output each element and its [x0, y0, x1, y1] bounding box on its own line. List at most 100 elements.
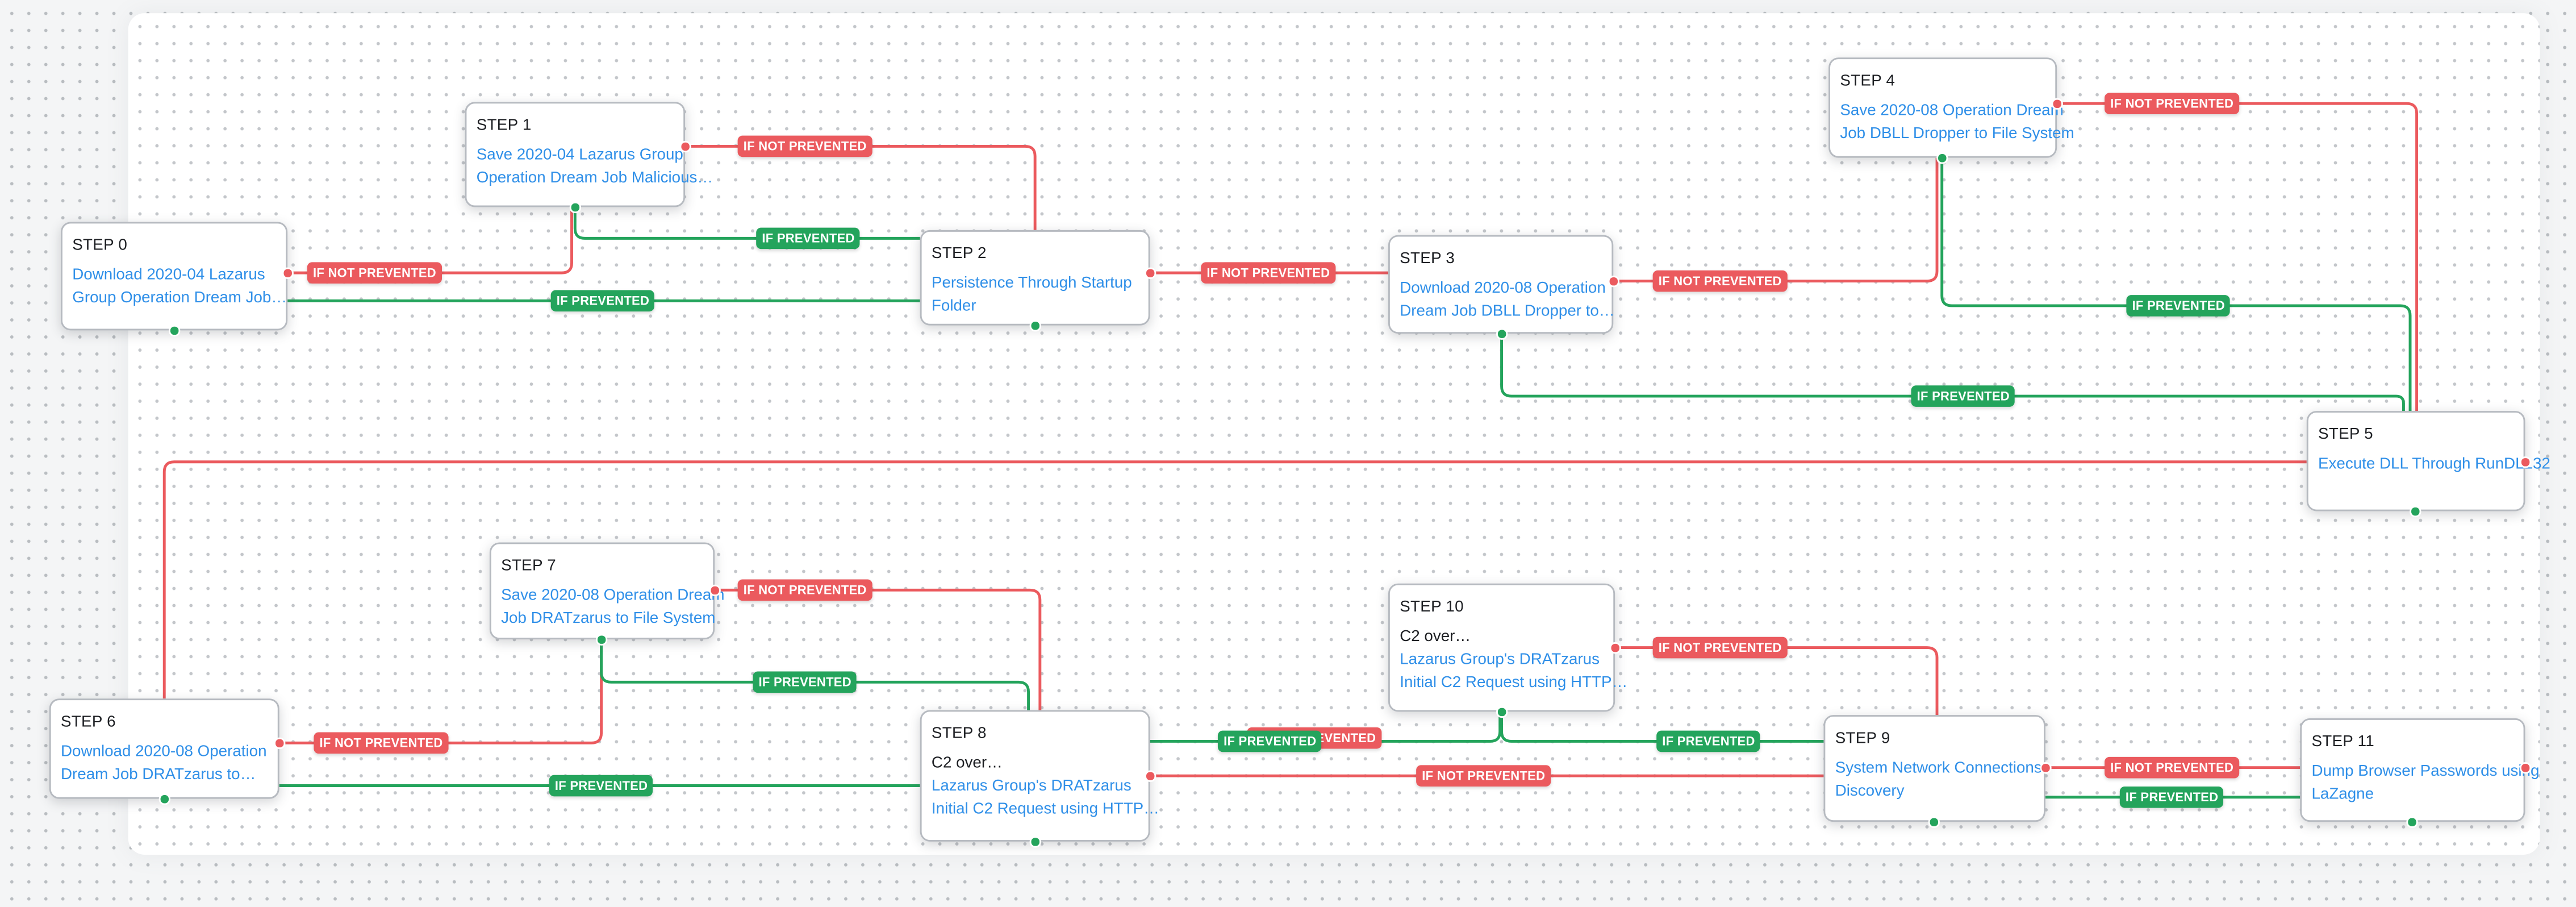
edge-green-connector: [1150, 712, 1502, 743]
node-scenario-link[interactable]: Dump Browser Passwords using: [2311, 763, 2540, 781]
if-prevented-label: IF PREVENTED: [549, 775, 654, 797]
red-port-dot[interactable]: [2040, 762, 2051, 773]
node-step-label: STEP 5: [2318, 426, 2373, 444]
node-scenario-link[interactable]: Download 2020-04 Lazarus: [72, 266, 265, 285]
edge-red-connector: [715, 588, 1042, 710]
if-not-prevented-label: IF NOT PREVENTED: [737, 135, 872, 157]
node-scenario-link[interactable]: Initial C2 Request using HTTP…: [931, 800, 1159, 818]
if-prevented-label: IF PREVENTED: [1656, 730, 1761, 752]
if-not-prevented-label: IF NOT PREVENTED: [2105, 756, 2240, 779]
if-prevented-label: IF PREVENTED: [2119, 786, 2224, 808]
node-step-label: STEP 8: [931, 725, 987, 743]
green-port-dot[interactable]: [596, 634, 607, 645]
green-port-dot[interactable]: [158, 793, 170, 805]
node-step-label: STEP 10: [1400, 598, 1464, 617]
green-port-dot[interactable]: [1928, 816, 1939, 827]
red-port-dot[interactable]: [709, 584, 720, 596]
node-scenario-link[interactable]: Lazarus Group's DRATzarus: [931, 777, 1132, 796]
if-not-prevented-label: IF NOT PREVENTED: [2105, 93, 2240, 115]
node-step-label: STEP 2: [931, 244, 987, 263]
edge-red-connector: [1615, 646, 1939, 715]
if-not-prevented-label: IF NOT PREVENTED: [1652, 636, 1788, 659]
green-port-dot[interactable]: [569, 201, 581, 213]
if-prevented-label: IF PREVENTED: [550, 290, 656, 312]
node-scenario-link[interactable]: Lazarus Group's DRATzarus: [1400, 651, 1600, 669]
node-step-label: STEP 0: [72, 236, 128, 255]
red-port-dot[interactable]: [1609, 642, 1621, 654]
edge-red-connector: [685, 144, 1037, 230]
node-scenario-link[interactable]: Dream Job DRATzarus to…: [61, 765, 256, 784]
edge-green-connector: [573, 207, 920, 240]
green-port-dot[interactable]: [1029, 320, 1041, 331]
green-port-dot[interactable]: [1496, 328, 1508, 339]
node-step-label: STEP 4: [1840, 72, 1896, 91]
if-not-prevented-label: IF NOT PREVENTED: [307, 262, 442, 284]
green-port-dot[interactable]: [169, 324, 180, 336]
node-scenario-link[interactable]: Download 2020-08 Operation: [1400, 279, 1606, 298]
node-scenario-link[interactable]: Dream Job DBLL Dropper to…: [1400, 302, 1615, 321]
node-scenario-link[interactable]: Save 2020-04 Lazarus Group: [476, 146, 683, 165]
red-port-dot[interactable]: [282, 267, 293, 278]
node-scenario-link[interactable]: Job DRATzarus to File System: [501, 609, 716, 628]
green-port-dot[interactable]: [1936, 152, 1948, 164]
red-port-dot[interactable]: [2519, 762, 2531, 773]
node-scenario-link[interactable]: Save 2020-08 Operation Dream: [501, 586, 725, 605]
node-step-label: STEP 7: [501, 557, 557, 576]
node-scenario-link[interactable]: Persistence Through Startup: [931, 274, 1132, 293]
node-step-label: STEP 6: [61, 713, 116, 732]
edge-red-connector: [162, 460, 2307, 699]
node-scenario-link[interactable]: LaZagne: [2311, 785, 2374, 804]
node-scenario-link[interactable]: Save 2020-08 Operation Dream: [1840, 102, 2064, 120]
node-scenario-link[interactable]: System Network Connections: [1835, 759, 2042, 778]
red-port-dot[interactable]: [1145, 267, 1156, 278]
node-scenario-link[interactable]: Discovery: [1835, 782, 1905, 801]
green-port-dot[interactable]: [2406, 816, 2418, 827]
if-not-prevented-label: IF NOT PREVENTED: [1416, 765, 1551, 787]
edge-red-connector: [287, 207, 573, 274]
if-prevented-label: IF PREVENTED: [756, 227, 861, 249]
if-prevented-label: IF PREVENTED: [1911, 385, 2016, 407]
if-not-prevented-label: IF NOT PREVENTED: [737, 579, 872, 601]
if-prevented-label: IF PREVENTED: [753, 671, 858, 693]
node-scenario-link[interactable]: Execute DLL Through RunDLL32: [2318, 455, 2550, 473]
node-scenario-text: C2 over…: [1400, 627, 1471, 646]
node-step-label: STEP 1: [476, 117, 532, 135]
node-scenario-text: C2 over…: [931, 754, 1003, 773]
red-port-dot[interactable]: [2051, 98, 2063, 109]
node-step-10[interactable]: STEP 10 C2 over… Lazarus Group's DRATzarus…: [1388, 583, 1628, 712]
node-scenario-link[interactable]: Download 2020-08 Operation: [61, 743, 267, 762]
node-step-label: STEP 11: [2311, 733, 2375, 751]
green-port-dot[interactable]: [1496, 706, 1508, 717]
if-prevented-label: IF PREVENTED: [1217, 730, 1322, 752]
red-port-dot[interactable]: [1145, 770, 1156, 781]
green-port-dot[interactable]: [1029, 836, 1041, 847]
red-port-dot[interactable]: [1608, 276, 1619, 287]
red-port-dot[interactable]: [679, 140, 691, 152]
node-step-label: STEP 9: [1835, 730, 1890, 748]
node-step-5[interactable]: STEP 5 Execute DLL Through RunDLL32: [2306, 411, 2550, 511]
node-scenario-link[interactable]: Operation Dream Job Malicious…: [476, 169, 713, 188]
red-port-dot[interactable]: [274, 737, 285, 748]
edge-green-connector: [1500, 712, 1824, 743]
red-port-dot[interactable]: [2519, 456, 2531, 468]
if-not-prevented-label: IF NOT PREVENTED: [1201, 262, 1336, 284]
node-scenario-link[interactable]: Initial C2 Request using HTTP…: [1400, 673, 1628, 692]
node-scenario-link[interactable]: Folder: [931, 297, 976, 316]
node-scenario-link[interactable]: Job DBLL Dropper to File System: [1840, 124, 2074, 143]
if-not-prevented-label: IF NOT PREVENTED: [1652, 270, 1788, 292]
node-scenario-link[interactable]: Group Operation Dream Job…: [72, 289, 287, 307]
node-step-label: STEP 3: [1400, 249, 1455, 268]
green-port-dot[interactable]: [2410, 505, 2421, 517]
